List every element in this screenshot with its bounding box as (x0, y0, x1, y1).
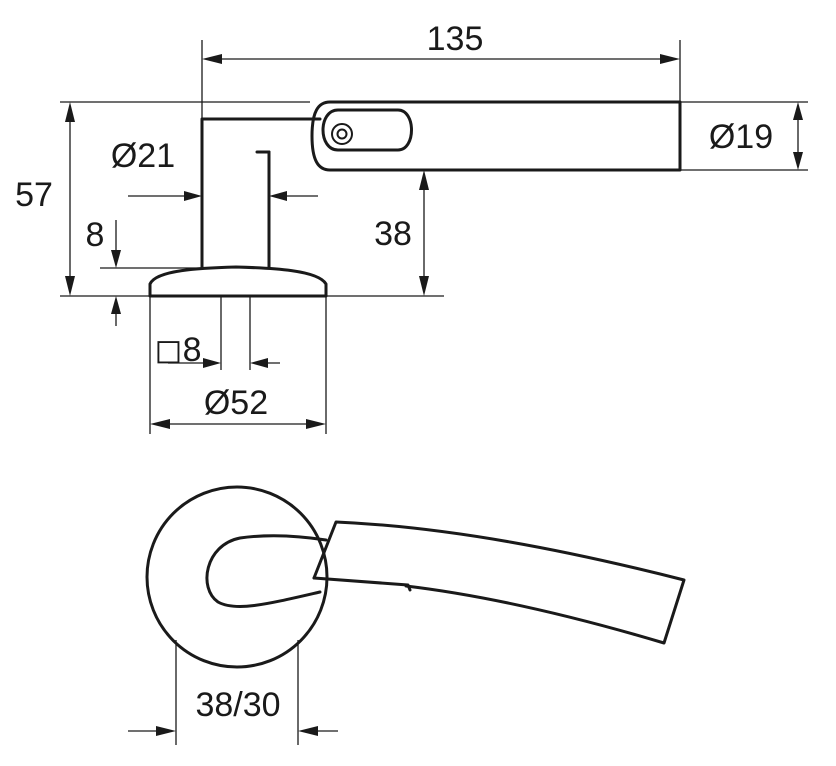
label-height: 57 (15, 176, 53, 214)
dimension-rose-gap: 8 (86, 216, 202, 326)
label-length: 135 (427, 20, 484, 58)
screw-inner (336, 128, 348, 140)
screw-slot (321, 108, 413, 152)
dimension-lever-height: 38 (374, 170, 429, 296)
side-view (148, 100, 682, 370)
dimension-length: 135 (201, 20, 681, 119)
dimension-bottom-width: 38/30 (128, 640, 338, 745)
dimension-spindle: ◻8 (154, 331, 280, 369)
label-lever-diameter: Ø19 (709, 118, 773, 156)
screw-outer (331, 123, 353, 145)
label-bottom-width: 38/30 (195, 686, 280, 724)
lever-bar-outline (310, 100, 682, 172)
dimension-height: 57 (15, 101, 444, 297)
label-rose-gap: 8 (86, 216, 105, 254)
label-rose-diameter: Ø52 (204, 384, 268, 422)
neck-hook-outline (205, 534, 328, 608)
dimension-lever-diameter: Ø19 (680, 101, 808, 171)
lever-top-outline (312, 520, 686, 645)
label-lever-height: 38 (374, 215, 412, 253)
top-view (145, 485, 686, 669)
lever-underside-edge (312, 576, 412, 592)
dimension-rose-diameter: Ø52 (149, 296, 327, 434)
label-neck-diameter: Ø21 (111, 137, 175, 175)
dimension-neck-diameter: Ø21 (111, 137, 318, 201)
neck-outline (200, 117, 322, 270)
rose-base-outline (148, 265, 328, 298)
rose-circle (145, 485, 329, 669)
label-spindle: ◻8 (154, 331, 201, 369)
